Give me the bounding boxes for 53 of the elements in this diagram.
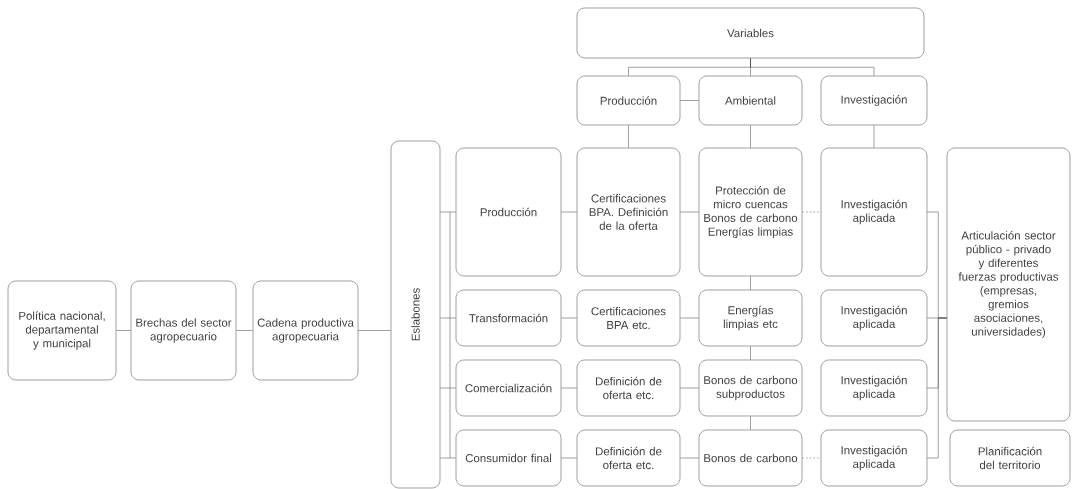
process-box: Protección de micro cuencas Bonos de carbono Energías limpias [698, 147, 803, 277]
connector [680, 211, 699, 213]
connector [802, 457, 821, 459]
connector [750, 58, 751, 68]
connector [561, 317, 577, 319]
connector [680, 317, 699, 319]
process-box: Bonos de carbono [698, 429, 803, 487]
process-box: Investigación [820, 75, 928, 126]
connector [680, 100, 699, 101]
connector [873, 125, 875, 148]
connector [680, 387, 699, 389]
process-box: Articulación sector público - privado y diferentes fuerzas productivas (empresas, gremios asociaciones, universidades) [946, 147, 1071, 422]
process-box: Producción [576, 75, 681, 126]
process-box: Certificaciones BPA. Definición de la oferta [576, 147, 681, 277]
connector [561, 387, 577, 389]
connector [680, 457, 699, 459]
process-box: Ambiental [698, 75, 803, 126]
process-box: Cadena productiva agropecuaria [252, 280, 359, 381]
connector [440, 211, 456, 213]
process-box: Definición de oferta etc. [576, 359, 681, 417]
connector [440, 387, 456, 389]
vertical-box: Eslabones [390, 140, 441, 489]
connector [750, 276, 751, 290]
process-box: Planificación del territorio [949, 429, 1071, 487]
process-box: Comercialización [455, 359, 562, 417]
connector [440, 457, 456, 459]
process-box: Consumidor final [455, 429, 562, 487]
process-box: Energías limpias etc [698, 289, 803, 347]
process-box: Producción [455, 147, 562, 277]
process-box: Investigación aplicada [820, 359, 928, 417]
process-box: Certificaciones BPA etc. [576, 289, 681, 347]
process-box: Definición de oferta etc. [576, 429, 681, 487]
process-box: Transformación [455, 289, 562, 347]
connector [802, 211, 821, 213]
connector [561, 457, 577, 459]
header-box: Variables [576, 7, 925, 59]
connector [440, 317, 456, 319]
connector [750, 416, 751, 430]
connector [750, 346, 751, 360]
process-box: Investigación aplicada [820, 429, 928, 487]
process-box: Bonos de carbono subproductos [698, 359, 803, 417]
process-box: Brechas del sector agropecuario [130, 280, 237, 381]
connector [116, 330, 131, 331]
process-box: Política nacional, departamental y municipal [7, 280, 117, 381]
process-box: Investigación aplicada [820, 289, 928, 347]
connector [358, 330, 391, 331]
connector [750, 125, 751, 148]
process-box: Investigación aplicada [820, 147, 928, 277]
connector [236, 330, 253, 331]
connector [628, 125, 629, 148]
connector [561, 211, 577, 213]
connector [449, 211, 451, 459]
connector [927, 317, 947, 459]
